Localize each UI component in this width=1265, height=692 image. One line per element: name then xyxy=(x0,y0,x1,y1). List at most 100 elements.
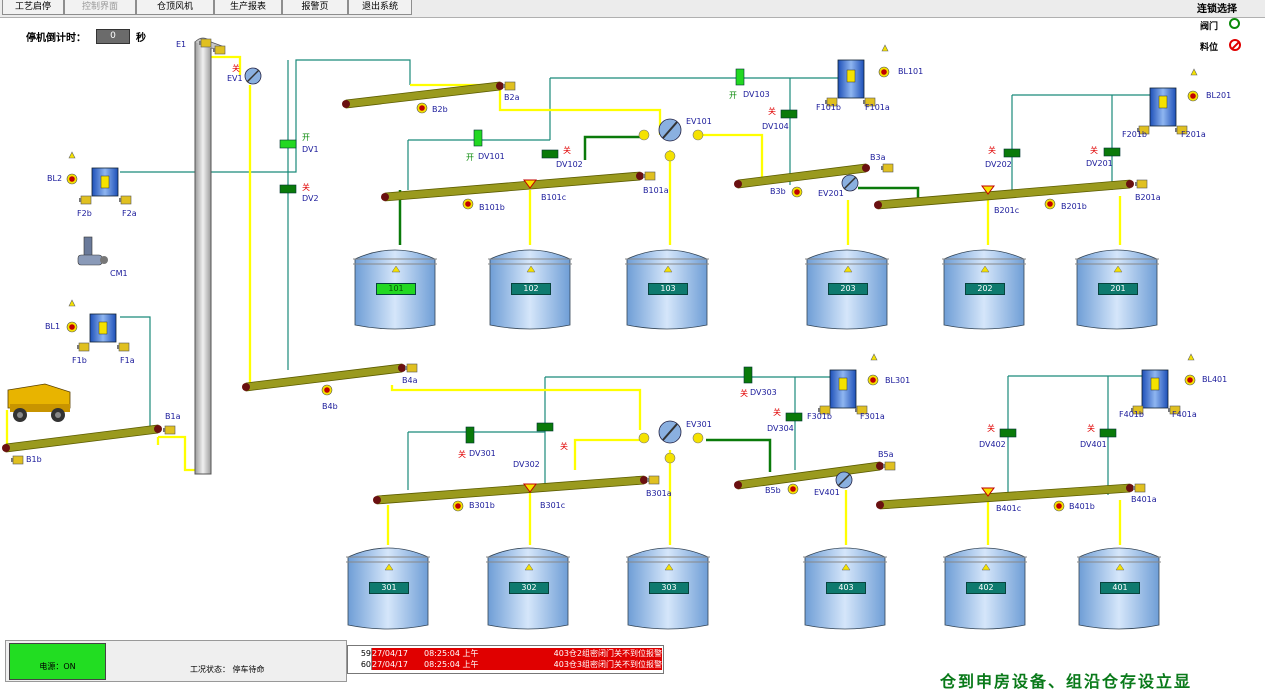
label-f401a: F401a xyxy=(1172,410,1197,419)
alarm-date: 27/04/17 xyxy=(372,659,424,670)
label-ev201: EV201 xyxy=(818,189,844,198)
label-ev101: EV101 xyxy=(686,117,712,126)
label-dv302-state: 关 xyxy=(560,442,568,451)
label-dv401-state: 关 xyxy=(1087,424,1095,433)
fan-cm1[interactable] xyxy=(77,236,108,266)
menu-alarm-page[interactable]: 报警页 xyxy=(282,0,348,15)
label-dv302: DV302 xyxy=(513,460,540,469)
silo-label-401: 401 xyxy=(1100,582,1140,594)
dust-collectors[interactable] xyxy=(89,59,1177,409)
label-b401a: B401a xyxy=(1131,495,1157,504)
label-e1: E1 xyxy=(176,40,187,49)
label-dv401: DV401 xyxy=(1080,440,1107,449)
silo-label-301: 301 xyxy=(369,582,409,594)
alarm-date: 27/04/17 xyxy=(372,648,424,659)
silo-label-402: 402 xyxy=(966,582,1006,594)
interlock-valve-label: 阀门 xyxy=(1200,22,1219,32)
label-f201b: F201b xyxy=(1122,130,1147,139)
label-b101a: B101a xyxy=(643,186,669,195)
shutdown-countdown-label: 停机倒计时： xyxy=(26,33,86,44)
label-dv104: DV104 xyxy=(762,122,789,131)
label-b1a: B1a xyxy=(165,412,181,421)
silos-bottom[interactable] xyxy=(346,547,1161,630)
label-dv1: DV1 xyxy=(302,145,319,154)
label-f401b: F401b xyxy=(1119,410,1144,419)
label-bl201: BL201 xyxy=(1206,91,1232,100)
alarm-list[interactable]: 59 27/04/17 08:25:04 上午 403仓2组密闭门关不到位报警 … xyxy=(347,645,664,674)
diverter-valves[interactable] xyxy=(244,67,859,489)
label-b201c: B201c xyxy=(994,206,1020,215)
label-dv301-state: 关 xyxy=(458,450,466,459)
label-dv201-state: 关 xyxy=(1090,146,1098,155)
alarm-message: 403仓3组密闭门关不到位报警 xyxy=(496,659,662,670)
label-dv301: DV301 xyxy=(469,449,496,458)
menu-production-report[interactable]: 生产报表 xyxy=(214,0,282,15)
label-f1a: F1a xyxy=(120,356,135,365)
label-b301c: B301c xyxy=(540,501,566,510)
truck-icon xyxy=(7,383,71,422)
label-b5a: B5a xyxy=(878,450,894,459)
power-status[interactable]: 电源：ON xyxy=(9,643,106,680)
label-dv102-state: 关 xyxy=(563,146,571,155)
silo-label-403: 403 xyxy=(826,582,866,594)
label-b4b: B4b xyxy=(322,402,338,411)
label-b301a: B301a xyxy=(646,489,672,498)
label-b101c: B101c xyxy=(541,193,567,202)
interlock-valve-toggle-icon[interactable] xyxy=(1229,18,1240,29)
label-dv1-state: 开 xyxy=(302,133,310,142)
label-f2a: F2a xyxy=(122,209,137,218)
label-f1b: F1b xyxy=(72,356,87,365)
label-b3b: B3b xyxy=(770,187,786,196)
label-b1b: B1b xyxy=(26,455,42,464)
label-f101b: F101b xyxy=(816,103,841,112)
menu-silo-fans[interactable]: 仓顶风机 xyxy=(136,0,214,15)
label-dv101: DV101 xyxy=(478,152,505,161)
menu-exit-system[interactable]: 退出系统 xyxy=(348,0,412,15)
label-f201a: F201a xyxy=(1181,130,1206,139)
menu-control-panel[interactable]: 控制界面 xyxy=(64,0,136,15)
menu-process-start-stop[interactable]: 工艺启停 xyxy=(2,0,64,15)
shutdown-countdown-unit: 秒 xyxy=(136,33,146,44)
label-cm1: CM1 xyxy=(110,269,128,278)
process-diagram xyxy=(2,37,1199,630)
interlock-level-disabled-icon[interactable] xyxy=(1229,39,1241,51)
interlock-title: 连锁选择 xyxy=(1197,4,1237,15)
alarm-time: 08:25:04 上午 xyxy=(424,659,496,670)
label-b101b: B101b xyxy=(479,203,505,212)
label-dv2: DV2 xyxy=(302,194,319,203)
interlock-level-label: 料位 xyxy=(1200,43,1219,53)
silos-top[interactable] xyxy=(353,249,1159,330)
label-bl101: BL101 xyxy=(898,67,924,76)
label-dv202: DV202 xyxy=(985,160,1012,169)
label-ev401: EV401 xyxy=(814,488,840,497)
label-ev1-state: 关 xyxy=(232,64,240,73)
menu-bar: 工艺启停 控制界面 仓顶风机 生产报表 报警页 退出系统 xyxy=(0,0,1265,18)
gate-valves[interactable] xyxy=(279,68,1121,444)
work-state: 工况状态： 停车待命 xyxy=(190,665,265,674)
alarm-number: 59 xyxy=(349,648,372,659)
label-bl301: BL301 xyxy=(885,376,911,385)
silo-label-201: 201 xyxy=(1098,283,1138,295)
label-b2a: B2a xyxy=(504,93,520,102)
alarm-time: 08:25:04 上午 xyxy=(424,648,496,659)
label-f301a: F301a xyxy=(860,412,885,421)
silo-label-303: 303 xyxy=(649,582,689,594)
label-dv201: DV201 xyxy=(1086,159,1113,168)
alarm-number: 60 xyxy=(349,659,372,670)
label-dv101-state: 开 xyxy=(466,153,474,162)
label-b4a: B4a xyxy=(402,376,418,385)
label-dv303: DV303 xyxy=(750,388,777,397)
label-f301b: F301b xyxy=(807,412,832,421)
shutdown-countdown-value[interactable]: 0 xyxy=(96,29,130,44)
label-bl2: BL2 xyxy=(47,174,63,183)
label-b201a: B201a xyxy=(1135,193,1161,202)
bucket-elevator-e1[interactable] xyxy=(194,41,212,475)
silo-label-102: 102 xyxy=(511,283,551,295)
label-ev301: EV301 xyxy=(686,420,712,429)
bottom-banner: 仓到申房设备、组沿仓存设立显 xyxy=(940,672,1193,691)
label-b401b: B401b xyxy=(1069,502,1095,511)
label-f101a: F101a xyxy=(865,103,890,112)
label-dv202-state: 关 xyxy=(988,146,996,155)
label-dv303-state: 关 xyxy=(740,389,748,398)
label-bl1: BL1 xyxy=(45,322,61,331)
